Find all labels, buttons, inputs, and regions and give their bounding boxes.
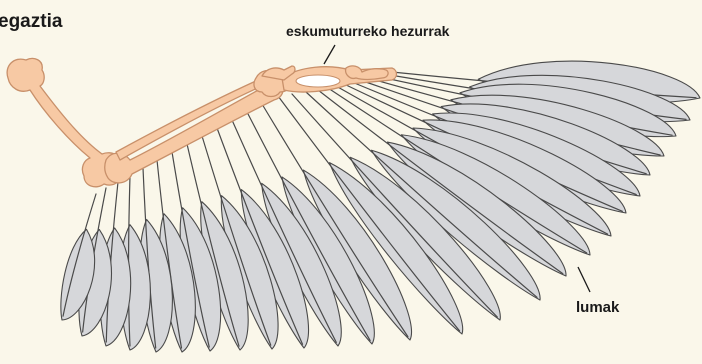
diagram-title: egaztia (0, 12, 62, 31)
wrist-bones-label: eskumuturreko hezurrak (286, 24, 449, 38)
hand-bone-opening (296, 75, 340, 87)
ulna-bone (105, 81, 283, 183)
wrist-bones-pointer (324, 45, 335, 64)
feathers-pointer (578, 267, 590, 292)
feathers-label: lumak (576, 300, 619, 315)
radius-bone (116, 80, 262, 160)
